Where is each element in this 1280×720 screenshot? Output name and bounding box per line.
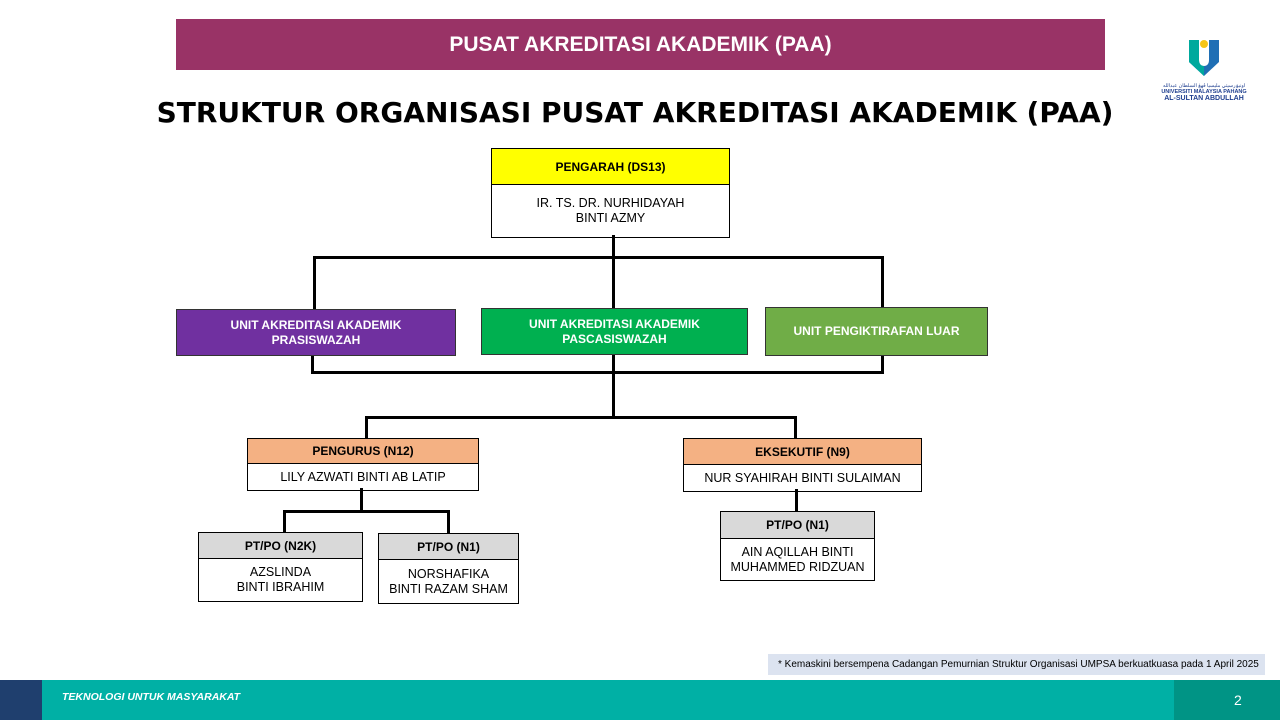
university-logo: اونيۏرسيتي مليسيا ڤهڠ السلطان عبدالله UN… — [1158, 38, 1250, 104]
staff-name: NORSHAFIKA BINTI RAZAM SHAM — [389, 566, 508, 596]
pengurus-name: LILY AZWATI BINTI AB LATIP — [280, 469, 446, 484]
logo-line1: UNIVERSITI MALAYSIA PAHANG — [1161, 89, 1247, 95]
page-number: 2 — [1234, 692, 1242, 708]
staff-box: PT/PO (N1) NORSHAFIKA BINTI RAZAM SHAM — [378, 533, 519, 604]
staff-name: AIN AQILLAH BINTI MUHAMMED RIDZUAN — [730, 544, 865, 574]
unit-prasiswazah: UNIT AKREDITASI AKADEMIK PRASISWAZAH — [176, 309, 456, 356]
footer-tagline: TEKNOLOGI UNTUK MASYARAKAT — [62, 691, 241, 703]
unit-pengiktirafan-luar: UNIT PENGIKTIRAFAN LUAR — [765, 307, 988, 356]
footer-accent — [0, 680, 42, 720]
page-title: STRUKTUR ORGANISASI PUSAT AKREDITASI AKA… — [156, 96, 1114, 129]
director-name: IR. TS. DR. NURHIDAYAH BINTI AZMY — [536, 196, 685, 225]
header-banner: PUSAT AKREDITASI AKADEMIK (PAA) — [176, 19, 1105, 70]
crest-icon — [1189, 40, 1219, 76]
staff-name: AZSLINDA BINTI IBRAHIM — [236, 565, 325, 594]
page-number-area: 2 — [1174, 680, 1280, 720]
pengurus-role: PENGURUS (N12) — [248, 439, 478, 464]
eksekutif-name: NUR SYAHIRAH BINTI SULAIMAN — [704, 470, 901, 485]
staff-role: PT/PO (N1) — [721, 512, 874, 539]
director-box: PENGARAH (DS13) IR. TS. DR. NURHIDAYAH B… — [491, 148, 730, 238]
logo-line2: AL-SULTAN ABDULLAH — [1164, 95, 1244, 102]
staff-box: PT/PO (N1) AIN AQILLAH BINTI MUHAMMED RI… — [720, 511, 875, 581]
director-role: PENGARAH (DS13) — [492, 149, 729, 185]
eksekutif-box: EKSEKUTIF (N9) NUR SYAHIRAH BINTI SULAIM… — [683, 438, 922, 492]
pengurus-box: PENGURUS (N12) LILY AZWATI BINTI AB LATI… — [247, 438, 479, 491]
footer-bar: TEKNOLOGI UNTUK MASYARAKAT 2 — [0, 680, 1280, 720]
staff-box: PT/PO (N2K) AZSLINDA BINTI IBRAHIM — [198, 532, 363, 602]
staff-role: PT/PO (N2K) — [199, 533, 362, 559]
staff-role: PT/PO (N1) — [379, 534, 518, 560]
unit-pascasiswazah: UNIT AKREDITASI AKADEMIK PASCASISWAZAH — [481, 308, 748, 355]
footnote: * Kemaskini bersempena Cadangan Pemurnia… — [768, 654, 1265, 675]
eksekutif-role: EKSEKUTIF (N9) — [684, 439, 921, 465]
logo-arabic: اونيۏرسيتي مليسيا ڤهڠ السلطان عبدالله — [1162, 83, 1246, 89]
